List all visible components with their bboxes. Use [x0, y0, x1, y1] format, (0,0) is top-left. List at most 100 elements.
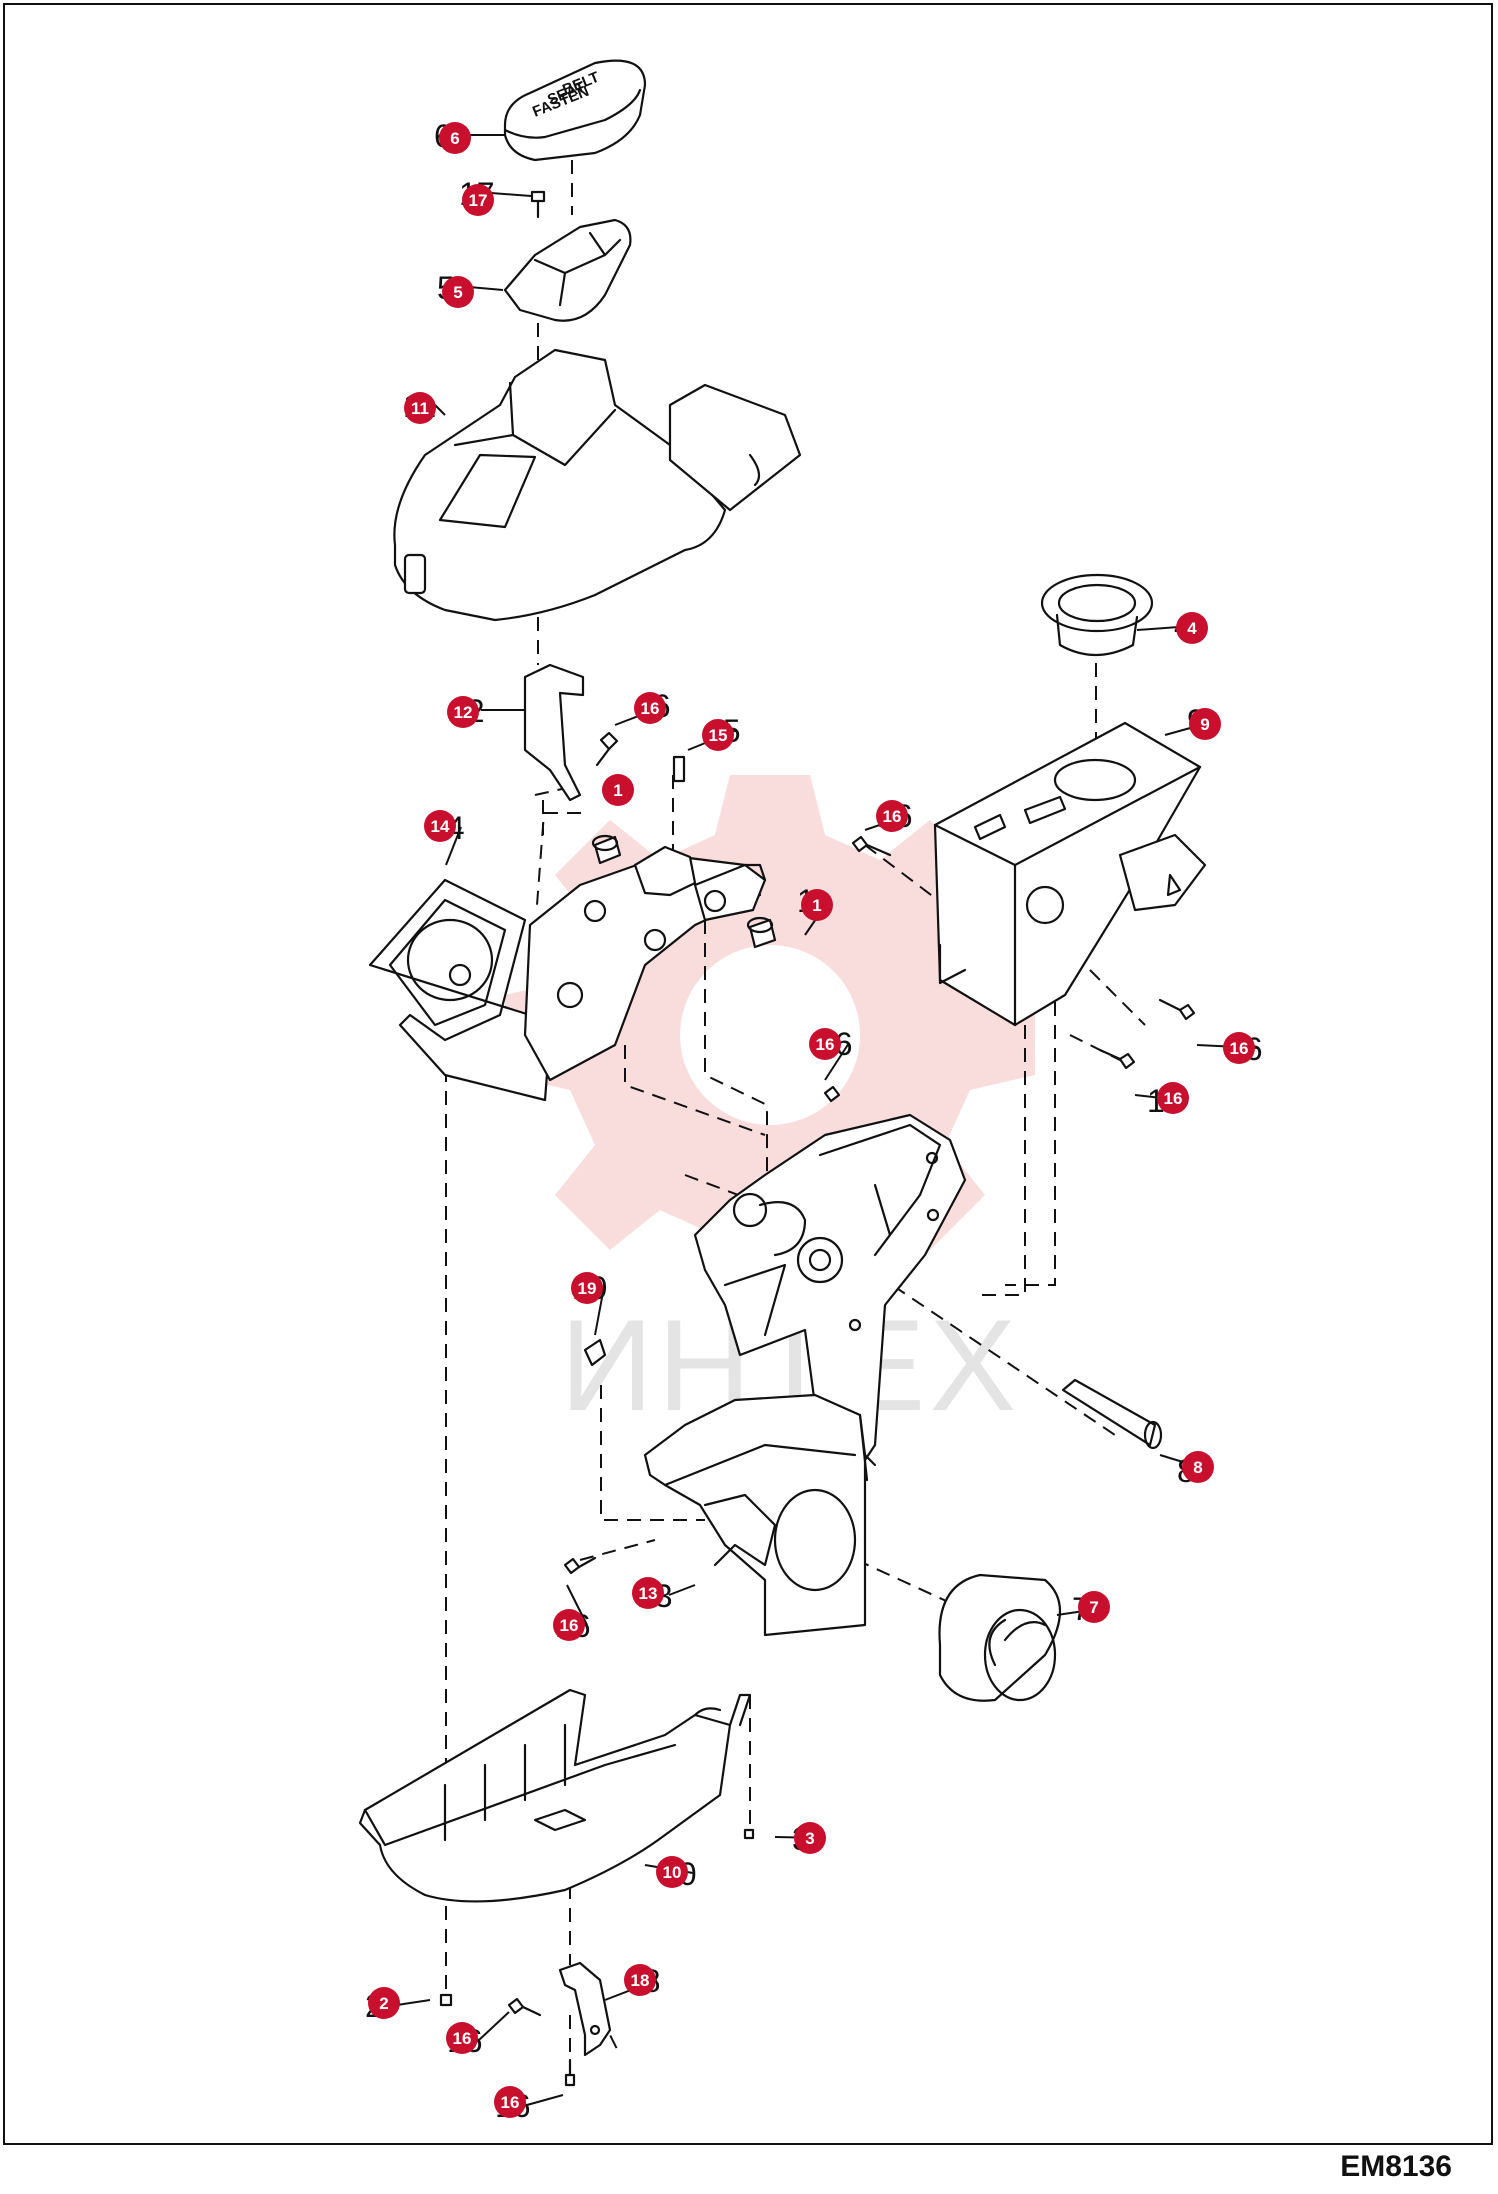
callout-badge-number: 18	[631, 1971, 650, 1990]
callout-badge	[462, 184, 494, 216]
callout-badge-number: 16	[1230, 1039, 1249, 1058]
callout-badge	[1157, 1082, 1189, 1114]
callout-badge-number: 13	[639, 1584, 658, 1603]
callout-c15: 1515	[687, 713, 741, 751]
callout-c9: 99	[1164, 703, 1221, 740]
callout-badge-number: 16	[501, 2093, 520, 2112]
part-7-rubber-boot	[938, 1573, 1062, 1702]
callout-c14: 1414	[424, 810, 465, 866]
callout-leader	[478, 2011, 510, 2041]
callout-leader	[566, 1584, 588, 1626]
callout-badge	[702, 719, 734, 751]
part-11-console-cover	[393, 348, 802, 622]
callout-badge-number: 16	[560, 1616, 579, 1635]
callout-badge-number: 14	[431, 817, 450, 836]
callout-badge	[494, 2086, 526, 2118]
part-15-pin	[672, 755, 686, 783]
callout-badge	[809, 1028, 841, 1060]
callout-badge	[1189, 708, 1221, 740]
callout-badge	[404, 392, 436, 424]
part-12-bracket	[523, 663, 585, 802]
callout-leader	[526, 2094, 564, 2106]
callout-badge	[634, 692, 666, 724]
callout-c18: 1818	[604, 1963, 661, 2001]
callout-c19: 1919	[571, 1270, 608, 1336]
callout-c1a: 1	[602, 774, 634, 806]
callout-badge-number: 6	[450, 129, 459, 148]
callout-badge	[368, 1987, 400, 2019]
callout-badge	[1176, 612, 1208, 644]
diagram-frame: ИНТЕХ FASTEN SEAT BEL	[3, 3, 1493, 2145]
callout-badge	[439, 122, 471, 154]
callout-badge-number: 1	[613, 781, 622, 800]
callout-c4: 44	[1136, 608, 1208, 644]
callout-badge-number: 4	[1187, 619, 1197, 638]
callout-badge	[553, 1609, 585, 1641]
callout-badge	[624, 1964, 656, 1996]
callout-badge-number: 16	[816, 1035, 835, 1054]
callout-c8: 88	[1159, 1451, 1214, 1489]
callout-badge	[632, 1577, 664, 1609]
callout-badge	[794, 1822, 826, 1854]
callout-badge	[446, 2022, 478, 2054]
part-3-screw	[743, 1828, 755, 1840]
callout-badge-number: 3	[805, 1829, 814, 1848]
callout-badge	[571, 1272, 603, 1304]
callout-badge-number: 16	[641, 699, 660, 718]
part-19-clip	[583, 1338, 607, 1367]
callout-c3: 33	[774, 1821, 826, 1857]
part-10-lower-tray	[358, 1688, 752, 1903]
callout-badge-number: 15	[709, 726, 728, 745]
callout-badge-number: 9	[1200, 715, 1209, 734]
callout-badge	[1078, 1591, 1110, 1623]
callout-badge	[602, 774, 634, 806]
callout-badge	[801, 889, 833, 921]
part-6-seat-belt-knob: FASTEN SEAT BELT	[503, 59, 647, 162]
callout-c10: 1010	[644, 1856, 697, 1892]
callout-leader	[396, 1999, 431, 2006]
part-9-panel-housing	[933, 721, 1207, 1027]
callout-badge	[656, 1856, 688, 1888]
part-17-screw	[530, 190, 546, 219]
callout-c5: 55	[437, 270, 504, 308]
callout-badge	[1182, 1451, 1214, 1483]
callout-c1b: 11	[797, 883, 833, 936]
callout-badge-number: 16	[1164, 1089, 1183, 1108]
callout-badge-number: 10	[663, 1863, 682, 1882]
part-14-pedal-bracket	[368, 845, 767, 1102]
callout-badge-number: 1	[812, 896, 821, 915]
callout-leader	[490, 192, 532, 197]
callout-badge	[447, 696, 479, 728]
callout-badge-number: 12	[454, 703, 473, 722]
part-5-knob-base	[503, 218, 632, 322]
part-1-bushings	[591, 834, 777, 949]
figure-code: EM8136	[1340, 2150, 1452, 2183]
callout-badge-number: 17	[469, 191, 488, 210]
callout-badge	[442, 276, 474, 308]
callout-markers: 6617175511114499121216161515114141616111…	[365, 118, 1263, 2124]
callout-leader	[468, 286, 504, 291]
callout-leader	[434, 404, 446, 416]
exploded-parts-diagram: ИНТЕХ FASTEN SEAT BEL	[358, 59, 1263, 2124]
part-8-shaft	[1061, 1378, 1163, 1450]
callout-c11: 1111	[403, 388, 446, 424]
callout-badge-number: 8	[1193, 1458, 1202, 1477]
part-16-bolts	[507, 731, 1196, 2087]
callout-leader	[668, 1584, 696, 1596]
part-4-cup-holder	[1040, 573, 1154, 656]
callout-badge-number: 2	[379, 1994, 388, 2013]
callout-c13: 1313	[632, 1577, 696, 1614]
callout-c12: 1212	[447, 693, 525, 729]
callout-leader	[594, 1286, 605, 1336]
callout-badge-number: 7	[1089, 1598, 1098, 1617]
callout-badge-number: 19	[578, 1279, 597, 1298]
callout-badge	[424, 810, 456, 842]
callout-c17: 1717	[459, 176, 532, 216]
